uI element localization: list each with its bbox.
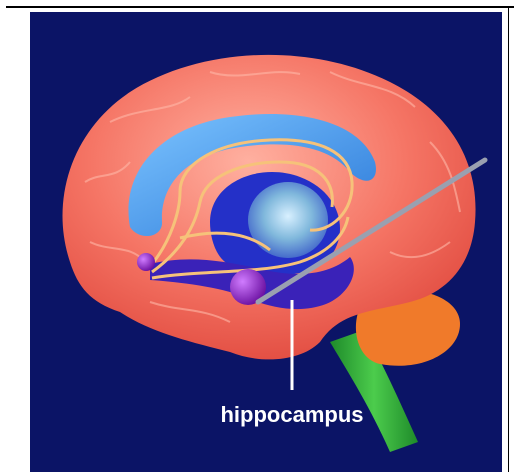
right-border	[508, 6, 509, 472]
brain-svg: hippocampus	[30, 12, 502, 472]
hippocampus-label: hippocampus	[220, 402, 363, 427]
brain-illustration: hippocampus	[30, 12, 502, 472]
small-amygdala-shape	[137, 253, 155, 271]
top-border	[6, 6, 514, 8]
thalamus-core-shape	[248, 182, 328, 258]
